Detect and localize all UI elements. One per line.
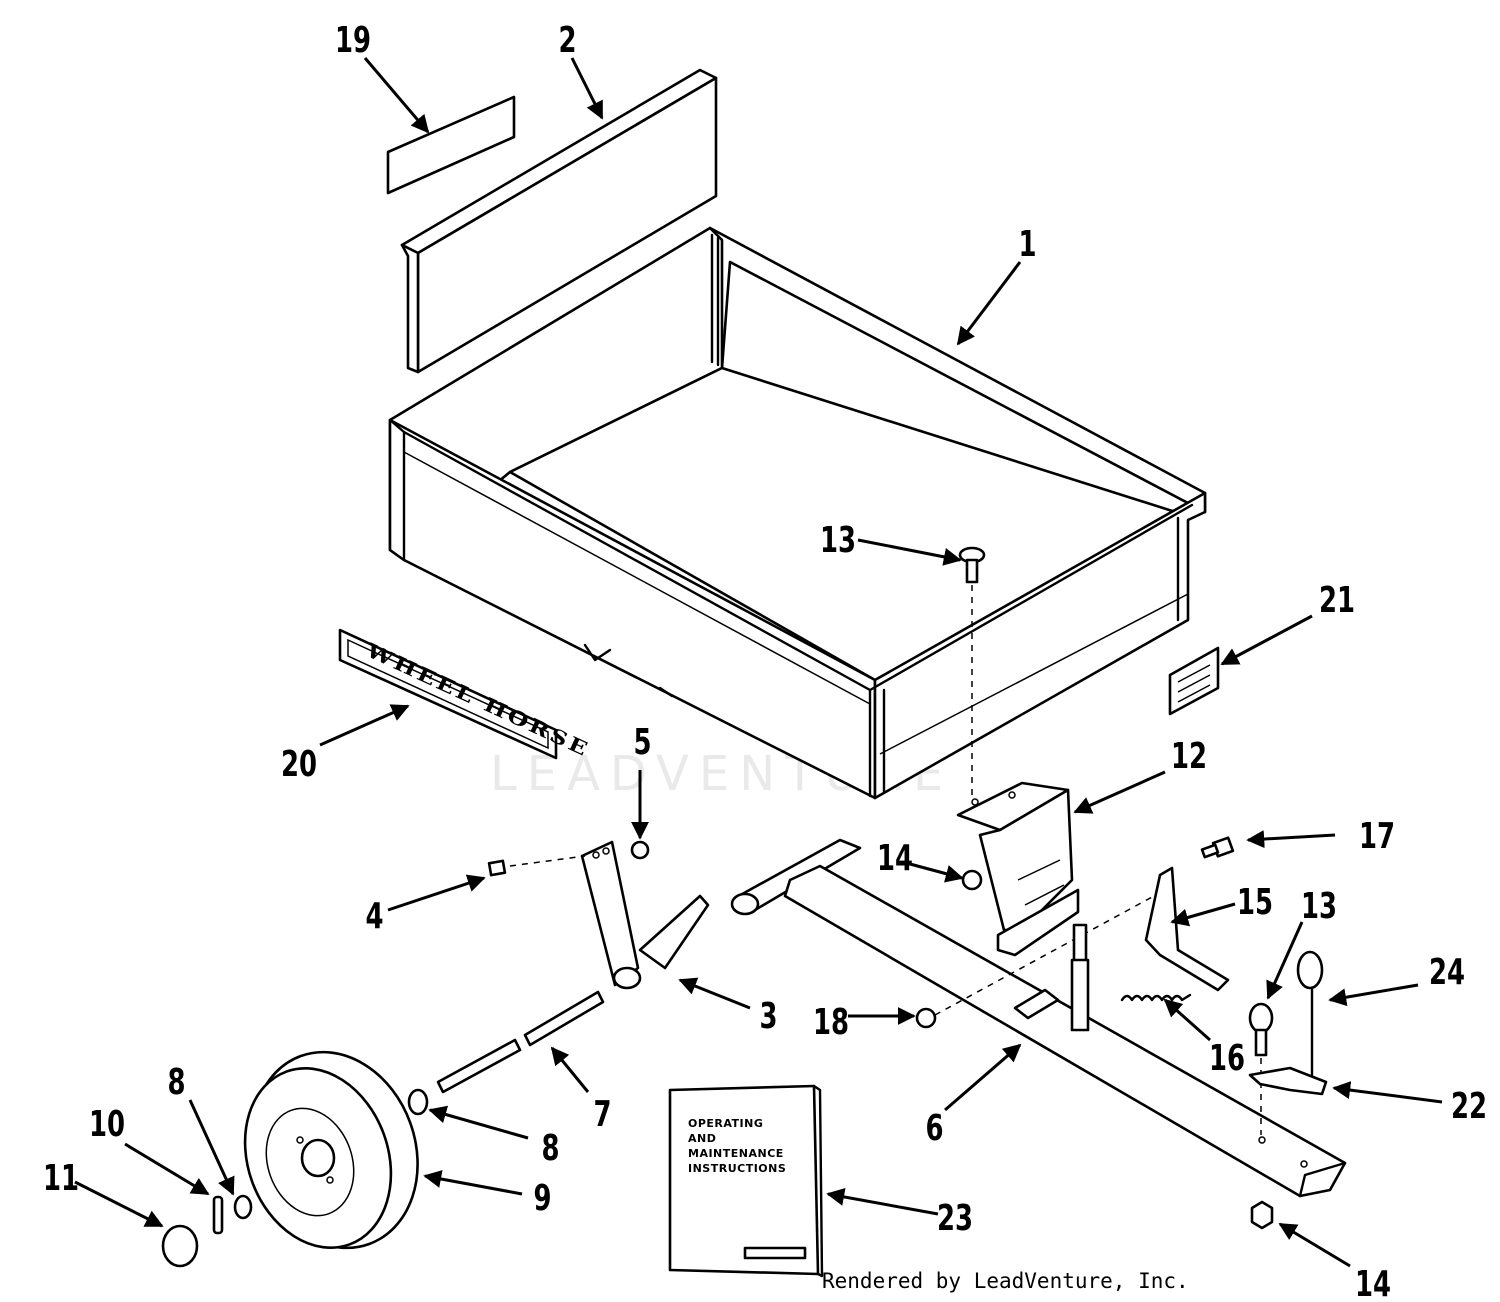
- hitch-bracket-part-12: [956, 781, 1080, 957]
- callout-16: 16: [1209, 1038, 1245, 1079]
- nut-part-5: [630, 840, 650, 860]
- leader-arrows: [74, 57, 1443, 1268]
- callout-22: 22: [1451, 1086, 1487, 1127]
- end-gate-part-2: [400, 68, 718, 374]
- hub-cap-part-11: [161, 1224, 199, 1268]
- callout-21: 21: [1319, 580, 1355, 621]
- callout-18: 18: [813, 1002, 849, 1043]
- washer-part-8-left: [233, 1194, 253, 1220]
- callout-19: 19: [335, 20, 371, 61]
- hitch-pin-part-24: [1296, 950, 1324, 1077]
- callout-20: 20: [281, 744, 317, 785]
- brace-part-3: [580, 840, 710, 990]
- manual-part-23: OPERATING AND MAINTENANCE INSTRUCTIONS: [668, 1084, 824, 1278]
- washer-part-8-right: [407, 1088, 429, 1116]
- pin-part-10: [212, 1195, 224, 1235]
- callout-5: 5: [634, 722, 652, 763]
- callout-9: 9: [534, 1178, 552, 1219]
- callout-1: 1: [1019, 224, 1037, 265]
- decal-part-20: WHEEL HORSE: [338, 628, 593, 762]
- callout-13-lower: 13: [1301, 886, 1337, 927]
- hitch-latch: [1070, 923, 1090, 1032]
- axle-part-7: [436, 990, 605, 1094]
- wheel-part-9: [243, 1050, 419, 1250]
- callout-numbers: 19 2 1 13 21 20 12 5 17 14 4 15 13 24 3 …: [43, 20, 1487, 1302]
- callout-3: 3: [760, 996, 778, 1037]
- nut-part-14-lower: [1250, 1200, 1274, 1230]
- callout-13-upper: 13: [820, 520, 856, 561]
- decal-brand-text: WHEEL HORSE: [362, 639, 593, 762]
- callout-7: 7: [594, 1094, 612, 1135]
- label-part-21: [1168, 646, 1220, 716]
- clip-part-22: [1248, 1066, 1328, 1096]
- callout-23: 23: [937, 1198, 973, 1239]
- manual-line-4: INSTRUCTIONS: [688, 1162, 786, 1175]
- manual-line-1: OPERATING: [688, 1117, 763, 1130]
- lever-part-15: [1144, 866, 1230, 992]
- tongue-part-6: [730, 838, 1347, 1198]
- dump-box-part-1: [388, 226, 1207, 800]
- callout-14-upper: 14: [877, 838, 913, 879]
- manual-line-2: AND: [688, 1132, 716, 1145]
- spring-part-16: [1120, 993, 1192, 1002]
- manual-line-3: MAINTENANCE: [688, 1147, 784, 1160]
- credit-text: Rendered by LeadVenture, Inc.: [822, 1269, 1189, 1293]
- nut-part-14-upper: [961, 869, 983, 891]
- callout-6: 6: [926, 1108, 944, 1149]
- callout-24: 24: [1429, 952, 1465, 993]
- callout-8-right: 8: [542, 1128, 560, 1169]
- callout-2: 2: [559, 20, 577, 61]
- callout-17: 17: [1359, 816, 1395, 857]
- callout-15: 15: [1237, 882, 1273, 923]
- bolt-part-4: [487, 855, 586, 877]
- bolt-part-13-lower: [1248, 1002, 1274, 1135]
- callout-12: 12: [1171, 736, 1207, 777]
- nut-part-18: [915, 1007, 937, 1029]
- bolt-part-17: [1200, 836, 1235, 859]
- callout-4: 4: [366, 896, 384, 937]
- callout-14-lower: 14: [1355, 1264, 1391, 1302]
- callout-11: 11: [43, 1158, 79, 1199]
- decal-part-19: [386, 95, 516, 195]
- callout-10: 10: [89, 1104, 125, 1145]
- callout-8-left: 8: [168, 1062, 186, 1103]
